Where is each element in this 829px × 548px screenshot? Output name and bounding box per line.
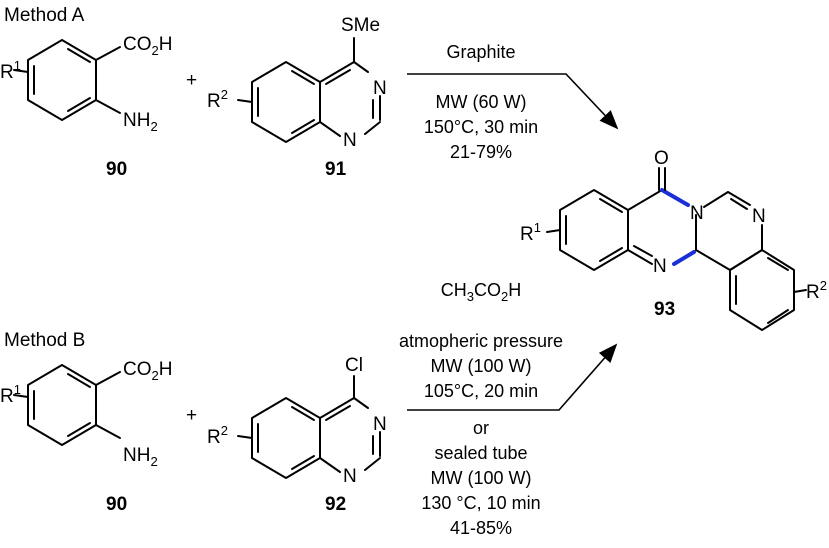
r1-label-93: R1 bbox=[520, 220, 541, 245]
n-label-93-lower: N bbox=[653, 256, 667, 277]
r2-label-91: R2 bbox=[207, 87, 228, 112]
compound-93-label: 93 bbox=[654, 299, 675, 320]
r1-label-a: R1 bbox=[0, 58, 21, 83]
compound-90-label-a: 90 bbox=[106, 159, 127, 180]
nh2-label-b: NH2 bbox=[123, 445, 158, 469]
compound-93-structure bbox=[546, 167, 807, 331]
n-label-91-b: N bbox=[343, 130, 357, 151]
cl-label: Cl bbox=[345, 355, 363, 376]
condition-a-line-2: MW (60 W) bbox=[436, 92, 527, 112]
method-a-label: Method A bbox=[4, 5, 85, 26]
r2-label-93: R2 bbox=[806, 278, 827, 303]
n-label-91-a: N bbox=[373, 78, 387, 99]
condition-b-line-1: atmopheric pressure bbox=[399, 331, 563, 351]
condition-a-line-1: Graphite bbox=[446, 42, 515, 62]
arrow-method-b bbox=[407, 343, 618, 411]
compound-91-structure bbox=[237, 37, 381, 143]
r2-label-92: R2 bbox=[207, 423, 228, 448]
n-label-93-right: N bbox=[752, 206, 766, 227]
condition-a-line-3: 150°C, 30 min bbox=[424, 117, 538, 137]
condition-b-line-8: 41-85% bbox=[450, 518, 512, 538]
plus-sign-a: + bbox=[186, 70, 197, 91]
r1-label-b: R1 bbox=[0, 382, 21, 407]
arrow-method-a bbox=[407, 73, 619, 130]
condition-b-line-5: sealed tube bbox=[434, 443, 527, 463]
nh2-label-a: NH2 bbox=[123, 110, 158, 134]
compound-92-label: 92 bbox=[325, 494, 346, 515]
condition-b-line-3: 105°C, 20 min bbox=[424, 381, 538, 401]
n-label-92-b: N bbox=[343, 466, 357, 487]
condition-b-line-7: 130 °C, 10 min bbox=[421, 493, 540, 513]
sme-label: SMe bbox=[341, 15, 380, 36]
condition-b-line-4: or bbox=[473, 418, 489, 438]
compound-92-structure bbox=[237, 375, 381, 479]
compound-90-label-b: 90 bbox=[106, 494, 127, 515]
compound-90-structure-b bbox=[13, 364, 121, 446]
condition-a-line-4: 21-79% bbox=[450, 142, 512, 162]
co2h-label-b: CO2H bbox=[123, 359, 172, 383]
co2h-label-a: CO2H bbox=[123, 34, 172, 58]
condition-b-line-2: MW (100 W) bbox=[431, 356, 532, 376]
o-label-93: O bbox=[654, 148, 669, 169]
n-label-93-bridge: N bbox=[690, 203, 704, 224]
compound-90-structure-a bbox=[13, 39, 121, 121]
method-b-label: Method B bbox=[4, 330, 85, 351]
condition-b-line-6: MW (100 W) bbox=[431, 468, 532, 488]
plus-sign-b: + bbox=[186, 405, 197, 426]
n-label-92-a: N bbox=[373, 414, 387, 435]
compound-91-label: 91 bbox=[325, 159, 347, 180]
condition-b-reagent: CH3CO2H bbox=[441, 280, 521, 304]
